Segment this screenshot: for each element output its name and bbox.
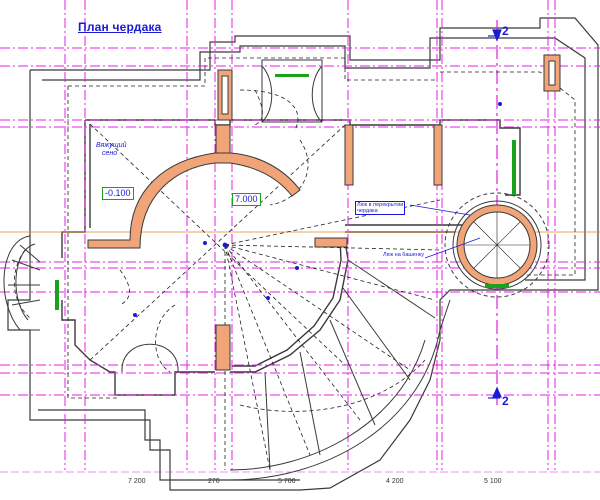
section-mark-bottom: 2 xyxy=(502,394,509,408)
bottom-bay xyxy=(121,343,179,373)
hatch-note-tower: Люк на башенку xyxy=(383,252,425,258)
hatch-note-attic-line2: чердака xyxy=(357,208,378,214)
tower xyxy=(444,192,550,298)
ceiling-note-line1: Вяжущий xyxy=(96,142,127,149)
leaders xyxy=(132,102,502,317)
dimension-1: 7 200 xyxy=(128,478,146,485)
windows xyxy=(275,74,516,195)
dimension-3: 5 700 xyxy=(278,478,296,485)
dimension-2: 270 xyxy=(208,478,220,485)
stair-sweep xyxy=(229,259,451,481)
arch-wall xyxy=(87,152,301,249)
dimension-5: 5 100 xyxy=(484,478,502,485)
chimneys xyxy=(215,54,561,371)
hatch-note-attic: Люк в перекрытии чердака xyxy=(355,201,406,215)
dimension-4: 4 200 xyxy=(386,478,404,485)
ceiling-note: Вяжущий сено xyxy=(96,142,127,158)
ceiling-note-line2: сено xyxy=(102,150,118,157)
left-stair xyxy=(3,235,59,331)
top-bay xyxy=(261,59,323,123)
level-marker-left: -0.100 xyxy=(102,187,134,200)
hatch-note-attic-line1: Люк в перекрытии xyxy=(357,202,404,208)
walls xyxy=(61,119,521,396)
section-arrows xyxy=(488,29,502,399)
section-mark-top: 2 xyxy=(502,24,509,38)
level-marker-main: 7.000 xyxy=(232,193,261,206)
plan-title: План чердака xyxy=(78,20,162,34)
